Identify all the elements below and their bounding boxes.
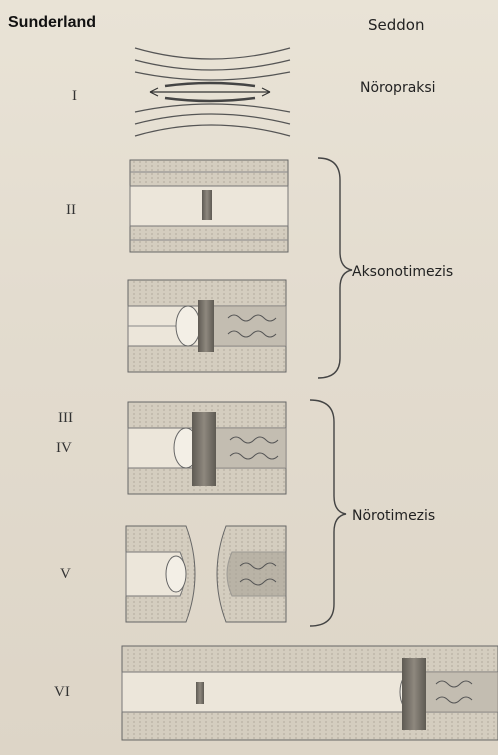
grade-ii-degeneration-diagram [128, 280, 286, 372]
neurotmesis-bracket [310, 400, 346, 626]
grade-vi-diagram [122, 646, 498, 740]
axonotmesis-bracket [318, 158, 352, 378]
grade-i-diagram [135, 48, 290, 136]
grade-v-diagram [126, 526, 286, 622]
grade-iii-iv-diagram [128, 402, 286, 494]
grade-ii-diagram [130, 160, 288, 252]
